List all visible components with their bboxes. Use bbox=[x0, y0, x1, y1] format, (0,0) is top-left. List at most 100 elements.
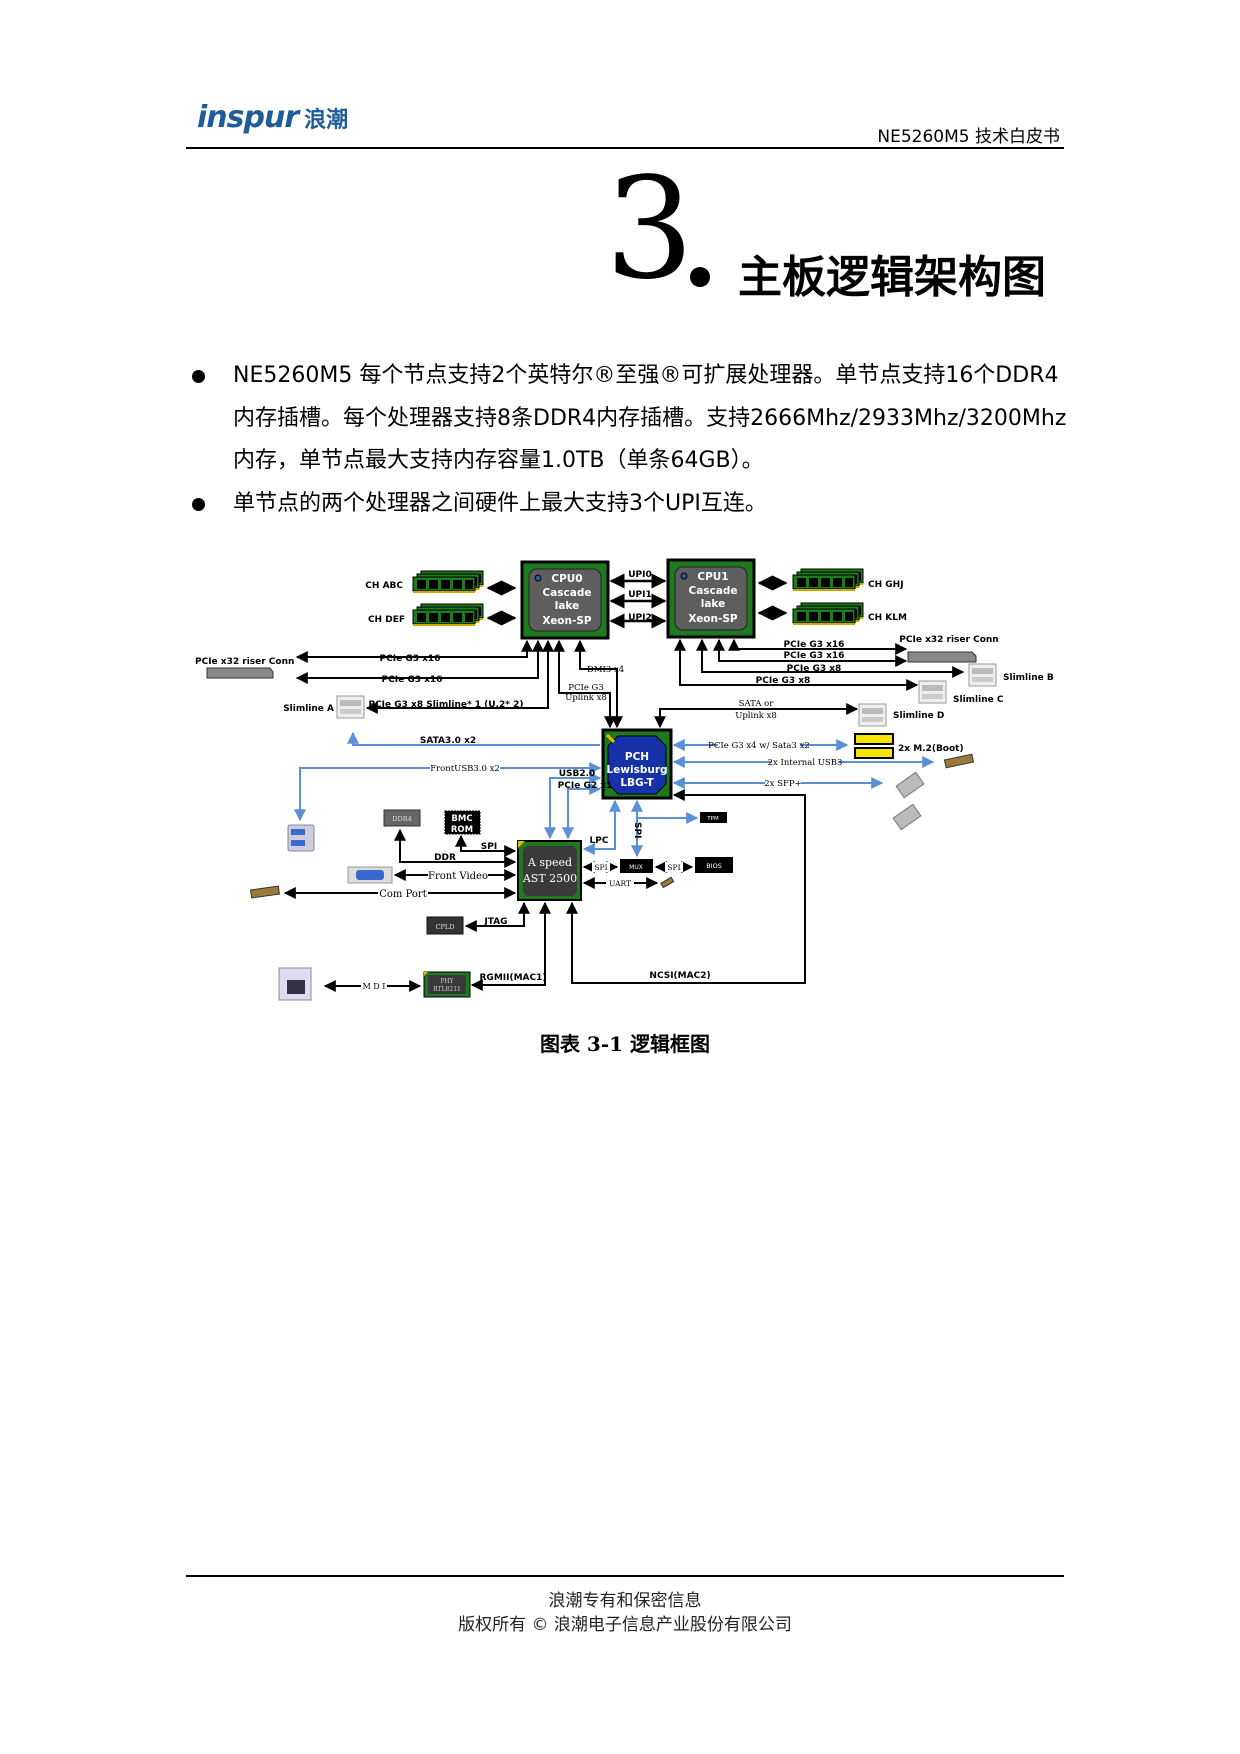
sata-link bbox=[347, 731, 600, 746]
figure-caption: 图表 3-1 逻辑框图 bbox=[539, 1032, 711, 1056]
label-jtag: JTAG bbox=[483, 917, 507, 927]
uart-header-icon bbox=[660, 876, 675, 889]
cpu0-line3: lake bbox=[555, 600, 580, 612]
label-slimline-a: Slimline A bbox=[283, 704, 334, 714]
header-divider bbox=[186, 147, 1064, 149]
usb2-link bbox=[544, 772, 602, 840]
label-usb2: USB2.0 bbox=[559, 769, 596, 779]
cpu0-slimline-a-link bbox=[365, 639, 554, 714]
label-left-pcie1: PCIe G3 x16 bbox=[380, 654, 441, 664]
cpu0-pch-dmi bbox=[574, 639, 623, 729]
bullet-item: 单节点的两个处理器之间硬件上最大支持3个UPI互连。 bbox=[190, 483, 1070, 526]
bios-chip: BIOS bbox=[695, 857, 733, 873]
left-riser-connector-icon bbox=[206, 667, 274, 679]
label-uplink-x8: Uplink x8 bbox=[735, 711, 777, 721]
chapter-number: 3 bbox=[605, 148, 695, 311]
label-sata: SATA3.0 x2 bbox=[420, 736, 476, 746]
sfp-module-icon bbox=[892, 771, 925, 831]
label-m2: 2x M.2(Boot) bbox=[898, 744, 964, 754]
pch-line2: Lewisburg bbox=[606, 764, 667, 776]
dimm-ch-abc-icon bbox=[412, 570, 484, 594]
cpu1-line4: Xeon-SP bbox=[688, 613, 738, 625]
slimline-a-connector-icon bbox=[336, 695, 365, 719]
usb-port-icon bbox=[287, 824, 315, 852]
slimline-c-connector-icon bbox=[918, 680, 947, 704]
label-ch-abc: CH ABC bbox=[365, 581, 403, 591]
label-uplink-1: PCIe G3 bbox=[568, 683, 604, 693]
bullet-icon bbox=[192, 497, 205, 511]
chapter-dot bbox=[690, 267, 710, 287]
ddr4-label: DDR4 bbox=[392, 815, 411, 823]
footer-confidential: 浪潮专有和保密信息 bbox=[548, 1591, 702, 1611]
label-bmc-spi: SPI bbox=[481, 842, 497, 852]
cpu1-chip: CPU1 Cascade lake Xeon-SP bbox=[666, 558, 756, 639]
bullet-item: NE5260M5 每个节点支持2个英特尔®至强®可扩展处理器。单节点支持16个D… bbox=[190, 355, 1070, 483]
cpu0-line4: Xeon-SP bbox=[542, 615, 592, 627]
document-title: NE5260M5 技术白皮书 bbox=[877, 127, 1060, 147]
internal-usb-header-icon bbox=[943, 753, 975, 769]
pch-chip: PCH Lewisburg LBG-T bbox=[601, 728, 673, 800]
label-ch-ghj: CH GHJ bbox=[868, 580, 904, 590]
label-upi1: UPI1 bbox=[628, 590, 652, 600]
m2-slot-icon bbox=[854, 733, 894, 759]
bmc-rom-line2: ROM bbox=[451, 825, 473, 835]
logo-text: inspur bbox=[197, 100, 299, 135]
label-slimline-b: Slimline B bbox=[1003, 673, 1054, 683]
cpld-label: CPLD bbox=[436, 923, 455, 931]
cpu0-chip: CPU0 Cascade lake Xeon-SP bbox=[520, 560, 610, 640]
label-right-pcie3: PCIe G3 x8 bbox=[787, 664, 842, 674]
label-ch-klm: CH KLM bbox=[868, 613, 907, 623]
label-right-pcie2: PCIe G3 x16 bbox=[784, 651, 845, 661]
logo-cn: 浪潮 bbox=[304, 108, 349, 133]
label-ch-def: CH DEF bbox=[368, 615, 405, 625]
footer-copyright: 版权所有 © 浪潮电子信息产业股份有限公司 bbox=[458, 1615, 792, 1635]
label-right-pcie4: PCIe G3 x8 bbox=[756, 676, 811, 686]
label-uart: UART bbox=[609, 879, 631, 888]
phy-line1: PHY bbox=[440, 978, 454, 985]
label-internal-usb: 2x Internal USB3 bbox=[768, 758, 843, 768]
slimline-b-connector-icon bbox=[968, 663, 997, 687]
pch-slimline-d-link bbox=[654, 703, 859, 729]
tpm-chip: TPM bbox=[700, 812, 727, 823]
label-upi2: UPI2 bbox=[628, 613, 652, 623]
label-m2-link: PCIe G3 x4 w/ Sata3 x2 bbox=[708, 741, 810, 751]
bmc-ast2500-chip: A speed AST 2500 bbox=[517, 840, 582, 901]
bios-label: BIOS bbox=[706, 862, 722, 870]
bmc-rom-line1: BMC bbox=[451, 814, 472, 824]
label-front-video: Front Video bbox=[428, 871, 488, 882]
cpu0-line2: Cascade bbox=[543, 587, 592, 599]
label-pch-spi: SPI bbox=[632, 822, 642, 838]
label-uplink-2: Uplink x8 bbox=[565, 693, 607, 703]
cpu1-name: CPU1 bbox=[697, 571, 728, 583]
cpu0-name: CPU0 bbox=[551, 573, 582, 585]
label-sfp: 2x SFP+ bbox=[764, 779, 801, 789]
label-spi-right: SPI bbox=[667, 863, 680, 872]
mux-chip: MUX bbox=[620, 859, 653, 873]
label-slimline-a-link: PCIe G3 x8 Slimline* 1 (U.2* 2) bbox=[368, 700, 523, 710]
label-right-pcie1: PCIe G3 x16 bbox=[784, 640, 845, 650]
right-riser-connector-icon bbox=[907, 651, 977, 663]
label-rgmii: RGMII(MAC1) bbox=[480, 973, 547, 983]
dimm-ch-ghj-icon bbox=[792, 568, 864, 592]
label-mdi: M D I bbox=[363, 982, 386, 991]
com-port-connector-icon bbox=[250, 885, 280, 899]
label-dmi: DMI3 x4 bbox=[587, 665, 624, 675]
tpm-label: TPM bbox=[706, 816, 719, 822]
label-front-usb: FrontUSB3.0 x2 bbox=[430, 764, 500, 774]
ncsi-link bbox=[566, 789, 806, 984]
label-com-port: Com Port bbox=[379, 889, 426, 900]
dimm-ch-def-icon bbox=[412, 603, 484, 627]
mux-label: MUX bbox=[629, 864, 643, 871]
dimm-ch-klm-icon bbox=[792, 602, 864, 626]
label-slimline-d: Slimline D bbox=[893, 711, 944, 721]
label-ddr: DDR bbox=[434, 853, 456, 863]
cpu1-slimline-c-link bbox=[674, 638, 919, 691]
cpld-chip: CPLD bbox=[426, 916, 464, 935]
slimline-d-connector-icon bbox=[858, 703, 887, 727]
pch-line1: PCH bbox=[625, 751, 649, 763]
ddr-link bbox=[394, 828, 517, 868]
